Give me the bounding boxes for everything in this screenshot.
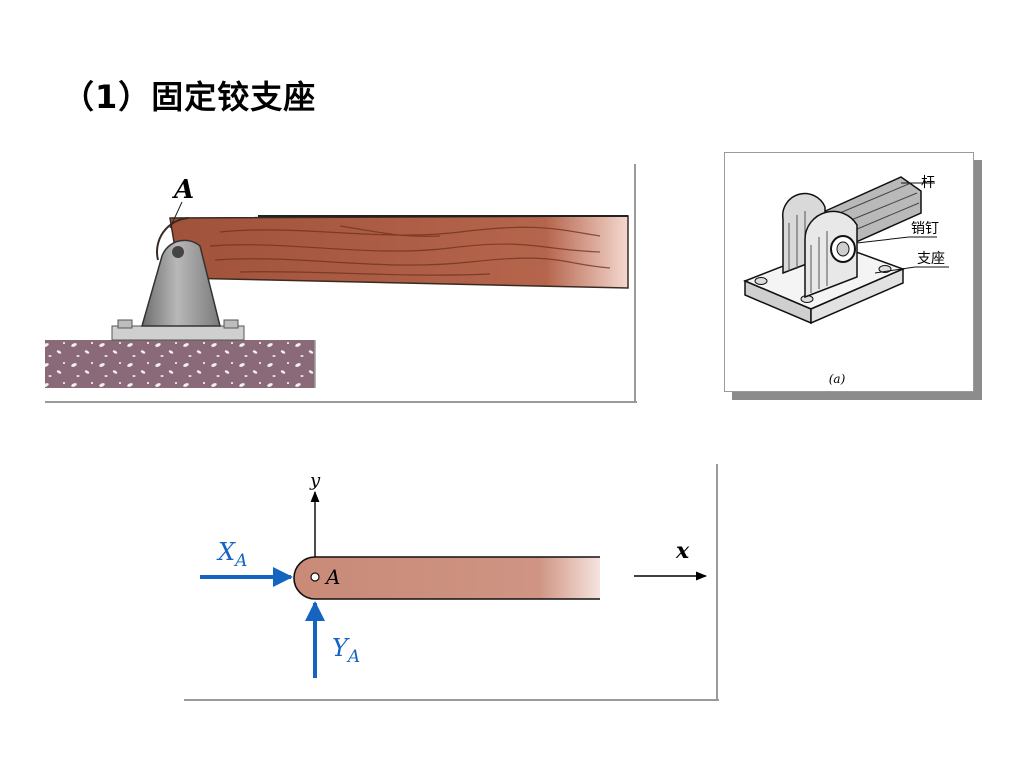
rod-body	[294, 557, 600, 599]
pin-label: A	[171, 175, 194, 205]
pin-hole	[310, 572, 320, 582]
x-axis-label: x	[675, 538, 690, 564]
label-support: 支座	[917, 251, 945, 267]
hinge-support-illustration: A	[45, 164, 637, 403]
figure-caption: (a)	[829, 372, 846, 386]
pin	[172, 246, 184, 258]
free-body-diagram: A y x XA YA	[184, 464, 719, 701]
force-ya-label: YA	[332, 634, 360, 667]
slide-title: （1）固定铰支座	[62, 78, 317, 116]
y-axis-label: y	[309, 470, 321, 491]
ground-block	[45, 340, 315, 388]
force-xa-label: XA	[216, 538, 247, 571]
hinge-iso-illustration: 杆 销钉 支座 (a)	[743, 175, 949, 386]
point-label: A	[324, 565, 340, 589]
label-rod: 杆	[921, 175, 935, 191]
hinge-iso-frame: 杆 销钉 支座 (a)	[724, 152, 974, 392]
support-bracket	[141, 239, 221, 327]
label-pin: 销钉	[911, 221, 939, 237]
wooden-beam	[169, 215, 629, 289]
